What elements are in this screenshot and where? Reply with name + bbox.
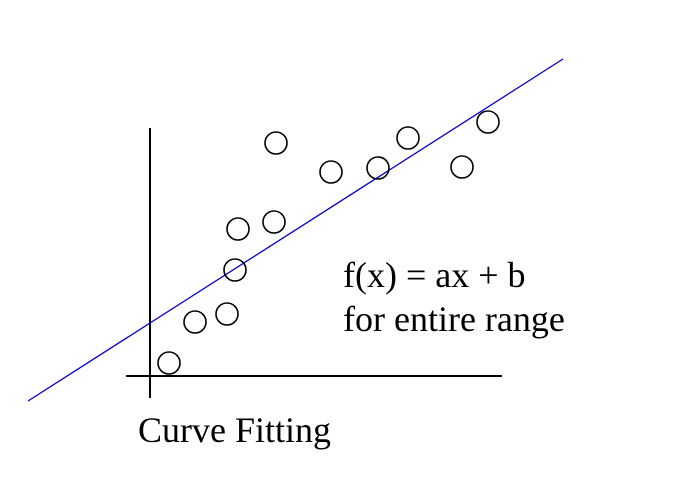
equation-line-2: for entire range	[343, 299, 565, 339]
data-point	[264, 131, 288, 155]
data-point	[366, 156, 390, 180]
data-point	[396, 126, 420, 150]
data-point	[262, 210, 286, 234]
data-point	[157, 351, 181, 375]
data-point	[319, 160, 343, 184]
data-point	[476, 110, 500, 134]
data-point	[450, 155, 474, 179]
data-points	[157, 110, 500, 375]
data-point	[226, 217, 250, 241]
fit-line	[27, 58, 564, 402]
data-point	[215, 302, 239, 326]
equation-line-1: f(x) = ax + b	[343, 255, 526, 295]
data-point	[183, 310, 207, 334]
data-point	[223, 258, 247, 282]
caption: Curve Fitting	[138, 410, 332, 450]
